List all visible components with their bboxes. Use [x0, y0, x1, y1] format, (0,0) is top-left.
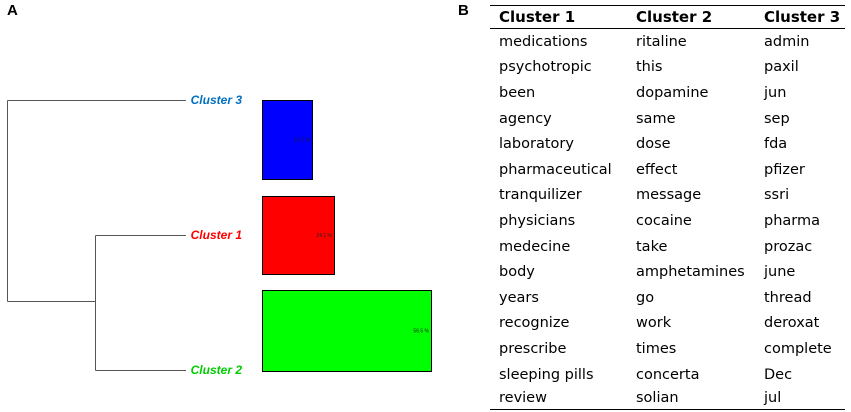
table-cell-cluster-1: tranquilizer [499, 187, 582, 204]
table-row: pharmaceutical effect pfizer [490, 157, 845, 183]
table-row: recognize work deroxat [490, 311, 845, 337]
table-cell-cluster-1: recognize [499, 315, 570, 332]
table-row: years go thread [490, 285, 845, 311]
table-row: tranquilizer message ssri [490, 183, 845, 209]
table-cell-cluster-3: fda [764, 136, 788, 153]
table-cell-cluster-2: ritaline [636, 33, 687, 50]
table-cell-cluster-1: years [499, 289, 539, 306]
table-cell-cluster-2: cocaine [636, 212, 692, 229]
table-header-row: Cluster 1 Cluster 2 Cluster 3 [490, 5, 845, 29]
table-cell-cluster-3: prozac [764, 238, 813, 255]
table-cell-cluster-1: review [490, 387, 627, 411]
table-cell-cluster-3: sep [764, 110, 790, 127]
table-cell-cluster-2: this [636, 59, 663, 76]
table-row: medications ritaline admin [490, 29, 845, 55]
table-cell-cluster-2: amphetamines [636, 264, 745, 281]
table-cell-cluster-3: admin [764, 33, 810, 50]
table-cell-cluster-3: pharma [764, 212, 820, 229]
table-row: sleeping pills concerta Dec [490, 362, 845, 388]
percent-cluster2: 56.5 % [413, 329, 429, 335]
header-cluster-2: Cluster 2 [627, 5, 755, 29]
table-row: body amphetamines june [490, 259, 845, 285]
table-row: laboratory dose fda [490, 131, 845, 157]
table-cell-cluster-1: medecine [499, 238, 571, 255]
table-cell-cluster-3: jun [764, 84, 787, 101]
table-row: been dopamine jun [490, 80, 845, 106]
table-row: prescribe times complete [490, 336, 845, 362]
table-row: psychotropic this paxil [490, 55, 845, 81]
box-cluster3 [262, 100, 313, 180]
table-cell-cluster-3: complete [764, 340, 832, 357]
panel-label-b: B [458, 2, 469, 19]
table-cell-cluster-2: concerta [636, 366, 700, 383]
table-cell-cluster-2: take [636, 238, 668, 255]
table-cell-cluster-2: dose [636, 136, 671, 153]
header-cluster-1: Cluster 1 [490, 5, 627, 29]
box-cluster1 [262, 196, 335, 275]
label-cluster3: Cluster 3 [191, 93, 243, 107]
table-cell-cluster-1: sleeping pills [499, 366, 594, 383]
cluster-word-table: Cluster 1 Cluster 2 Cluster 3 medication… [490, 5, 845, 411]
table-cell-cluster-1: physicians [499, 212, 576, 229]
table-cell-cluster-2: solian [627, 387, 755, 411]
table-cell-cluster-1: psychotropic [499, 59, 592, 76]
table-cell-cluster-2: dopamine [636, 84, 709, 101]
table-cell-cluster-1: body [499, 264, 535, 281]
table-cell-cluster-3: jul [755, 387, 845, 411]
table-cell-cluster-3: ssri [764, 187, 790, 204]
table-cell-cluster-3: paxil [764, 59, 799, 76]
table-row: physicians cocaine pharma [490, 208, 845, 234]
table-cell-cluster-2: same [636, 110, 676, 127]
header-cluster-3: Cluster 3 [755, 5, 845, 29]
dendrogram-branches [7, 100, 186, 371]
dendrogram: 16.7 % 24.1 % 56.5 % Cluster 3 Cluster 1 Clu… [7, 93, 432, 377]
table-cell-cluster-1: laboratory [499, 136, 574, 153]
table-cell-cluster-3: june [764, 264, 796, 281]
table-cell-cluster-2: times [636, 340, 677, 357]
table-cell-cluster-1: been [499, 84, 536, 101]
table-cell-cluster-3: deroxat [764, 315, 820, 332]
percent-cluster3: 16.7 % [294, 138, 310, 144]
table-cell-cluster-1: pharmaceutical [499, 161, 612, 178]
table-cell-cluster-1: prescribe [499, 340, 567, 357]
table-cell-cluster-1: medications [499, 33, 588, 50]
table-cell-cluster-1: agency [499, 110, 552, 127]
table-row: medecine take prozac [490, 234, 845, 260]
table-cell-cluster-3: thread [764, 289, 812, 306]
percent-cluster1: 24.1 % [316, 233, 332, 239]
table-row: agency same sep [490, 106, 845, 132]
table-cell-cluster-3: Dec [764, 366, 793, 383]
panel-label-a: A [7, 2, 18, 19]
table-cell-cluster-2: message [636, 187, 702, 204]
box-cluster2 [262, 290, 432, 372]
table-cell-cluster-2: go [636, 289, 655, 306]
table-cell-cluster-3: pfizer [764, 161, 805, 178]
table-cell-cluster-2: work [636, 315, 672, 332]
table-cell-cluster-2: effect [636, 161, 678, 178]
label-cluster1: Cluster 1 [191, 228, 243, 242]
label-cluster2: Cluster 2 [191, 363, 243, 377]
